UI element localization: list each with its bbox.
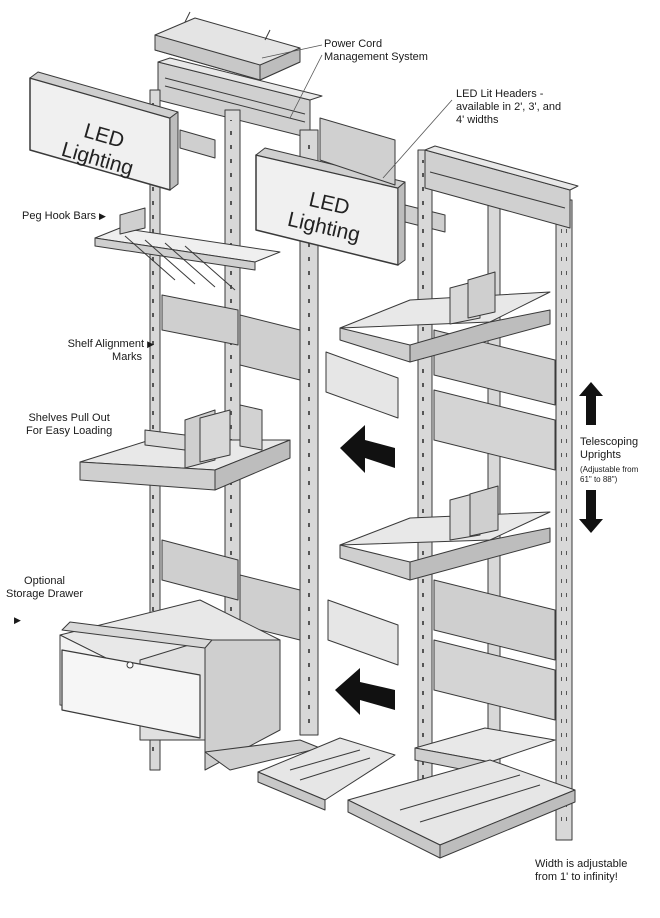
shelf-alignment-label: Shelf Alignment ▶ Marks [68,338,154,364]
left-back-panels [161,294,301,641]
shelves-pull-label: Shelves Pull Out For Easy Loading [26,412,112,438]
adjustable-line2: 61" to 88") [580,475,618,484]
pointer-icon: ▶ [99,211,106,221]
led-headers-line3: 4' widths [456,114,499,126]
arrow-left-upper [340,425,395,473]
storage-drawer-label: Optional Storage Drawer [6,575,83,601]
shelf-alignment-line1: Shelf Alignment ▶ [67,338,154,350]
peg-hook-label: Peg Hook Bars ▶ [22,210,106,223]
loose-panels [325,351,399,666]
pointer-icon: ▶ [14,615,21,625]
led-headers-line1: LED Lit Headers - [456,88,544,100]
left-shelf [79,404,291,491]
right-base [347,727,576,859]
telescoping-line2: Uprights [580,449,621,461]
led-headers-label: LED Lit Headers - available in 2', 3', a… [456,88,561,127]
telescoping-line1: Telescoping [580,436,639,448]
left-led-header [29,71,216,191]
center-led-header [255,117,446,266]
width-label: Width is adjustable from 1' to infinity! [535,858,627,884]
arrow-up [579,382,603,425]
right-shelf-middle [339,485,551,581]
peg-hook-bars [94,207,281,291]
shelf-alignment-line2: Marks [112,351,142,363]
left-base [204,737,396,811]
pointer-icon: ▶ [147,339,154,349]
left-top-bar [157,57,323,139]
power-cord-line1: Power Cord [324,38,383,50]
power-cord-line2: Management System [324,51,428,63]
storage-drawer-line2: Storage Drawer [6,588,84,600]
arrow-left-lower [335,668,395,715]
led-headers-line2: available in 2', 3', and [456,101,562,113]
width-line2: from 1' to infinity! [535,871,618,883]
peg-hook-text: Peg Hook Bars [22,210,96,222]
power-cord-tray [154,11,301,81]
right-shelf-upper [339,271,551,363]
right-top-bar [424,145,579,229]
telescoping-label: Telescoping Uprights (Adjustable from 61… [580,436,638,485]
arrow-down [579,490,603,533]
adjustable-line1: (Adjustable from [580,465,639,474]
right-back-panels [433,329,556,721]
storage-drawer-line1: Optional [24,575,66,587]
shelves-pull-line2: For Easy Loading [26,425,113,437]
storage-drawer [59,599,281,771]
leader-lines [261,44,453,179]
shelves-pull-line1: Shelves Pull Out [28,412,110,424]
power-cord-label: Power Cord Management System [324,38,428,64]
width-line1: Width is adjustable [535,858,628,870]
